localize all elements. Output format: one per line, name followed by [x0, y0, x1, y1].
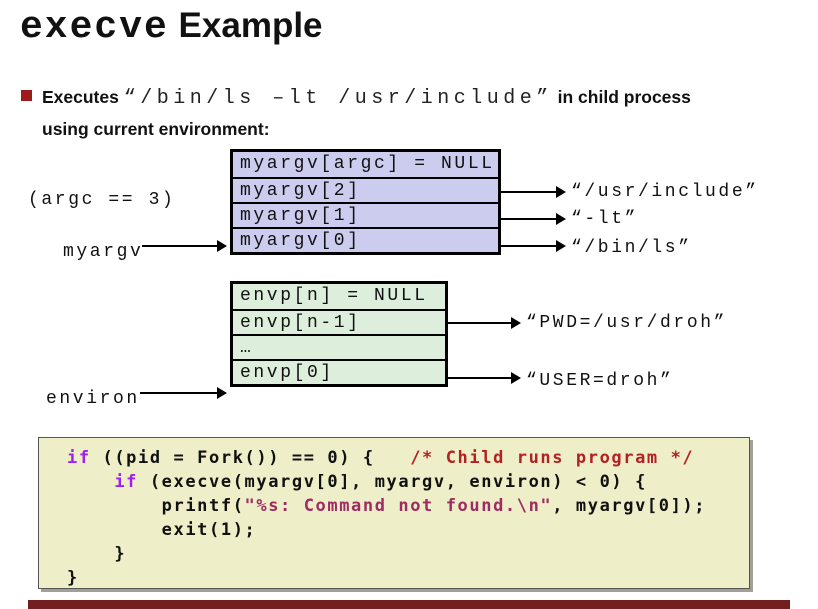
envp-row-n1: envp[n-1] [233, 309, 445, 334]
envp-n1-string: “PWD=/usr/droh” [526, 313, 728, 333]
code-line-1: if ((pid = Fork()) == 0) { /* Child runs… [67, 446, 749, 470]
myargv-row-0: myargv[0] [233, 227, 498, 252]
environ-label: environ [46, 389, 140, 409]
envp-0-arrow [448, 372, 521, 384]
code-line-2: if (execve(myargv[0], myargv, environ) <… [67, 470, 749, 494]
code-string-literal: "%s: Command not found.\n" [244, 496, 553, 516]
argv2-string: “/usr/include” [571, 182, 759, 202]
title-rest: Example [168, 6, 323, 45]
myargv-label: myargv [63, 242, 144, 262]
envp-row-0: envp[0] [233, 359, 445, 384]
code-text: (execve(myargv[0], myargv, environ) < 0)… [138, 472, 647, 492]
code-line-6: } [67, 568, 79, 588]
argv0-string: “/bin/ls” [571, 238, 692, 258]
code-text: ((pid = Fork()) == 0) { [90, 448, 411, 468]
myargv-row-2: myargv[2] [233, 177, 498, 202]
code-text: printf( [67, 496, 245, 516]
footer-bar [28, 600, 790, 609]
title-code-word: execve [20, 6, 169, 49]
argc-label: (argc == 3) [28, 190, 176, 210]
envp-row-ellipsis: … [233, 334, 445, 359]
code-line-3: printf("%s: Command not found.\n", myarg… [67, 494, 749, 518]
bullet-tail: in child process [552, 87, 691, 107]
bullet-square-icon [21, 90, 32, 101]
bullet-command: “/bin/ls –lt /usr/include” [123, 87, 553, 110]
page-title: execve Example [20, 6, 323, 49]
keyword-if: if [67, 448, 91, 468]
argv1-arrow [501, 213, 566, 225]
environ-pointer-arrow [140, 387, 227, 399]
code-comment: /* Child runs program */ [410, 448, 695, 468]
code-indent [67, 472, 114, 492]
code-text: , myargv[0]); [552, 496, 707, 516]
bullet-line-1: Executes “/bin/ls –lt /usr/include” in c… [42, 82, 691, 114]
keyword-if: if [114, 472, 139, 492]
envp-n1-arrow [448, 317, 521, 329]
myargv-pointer-arrow [142, 240, 227, 252]
code-line-4: exit(1); [67, 520, 257, 540]
bullet-text: Executes “/bin/ls –lt /usr/include” in c… [42, 82, 691, 144]
argv2-arrow [501, 186, 566, 198]
myargv-row-1: myargv[1] [233, 202, 498, 227]
argv1-string: “-lt” [571, 209, 639, 229]
envp-array-box: envp[n] = NULL envp[n-1] … envp[0] [230, 281, 448, 387]
bullet-line-2: using current environment: [42, 119, 270, 139]
code-block: if ((pid = Fork()) == 0) { /* Child runs… [38, 437, 750, 589]
argv0-arrow [501, 240, 566, 252]
myargv-array-box: myargv[argc] = NULL myargv[2] myargv[1] … [230, 149, 501, 255]
myargv-row-null: myargv[argc] = NULL [240, 154, 495, 174]
code-line-5: } [67, 544, 127, 564]
bullet-lead: Executes [42, 87, 124, 107]
envp-row-null: envp[n] = NULL [240, 286, 428, 306]
envp-0-string: “USER=droh” [526, 371, 674, 391]
